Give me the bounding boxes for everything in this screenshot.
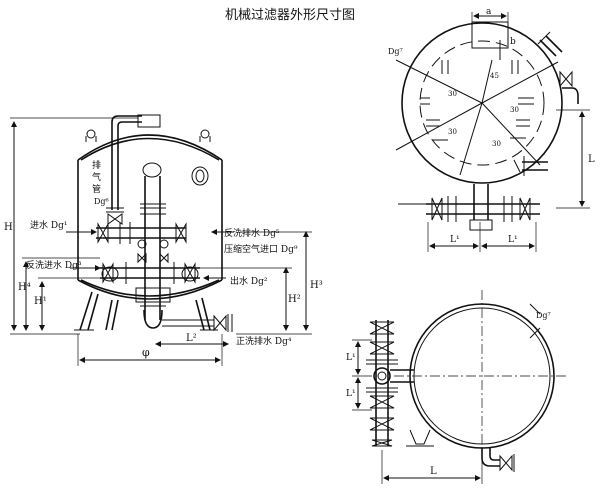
- top-view-bottom-pipework: [398, 184, 540, 231]
- forward-drain-label: 正洗排水 Dg⁴: [236, 335, 292, 347]
- backwash-drain-label: 反洗排水 Dg⁵: [224, 227, 280, 239]
- backwash-in-label: 反洗进水 Dg³: [26, 259, 82, 271]
- top-dg7-label: Dg⁷: [388, 47, 403, 56]
- dim-H3-label: H³: [310, 280, 323, 291]
- bottom-view: Dg⁷ L¹ L¹ L: [346, 290, 568, 484]
- bottom-view-valve-stack: [366, 320, 414, 447]
- bottom-dg7-label: Dg⁷: [536, 311, 551, 320]
- top-angle-30-label-3: 30: [448, 128, 457, 136]
- dim-H4-label: H⁴: [18, 282, 31, 293]
- top-angle-45-label: 45: [490, 72, 499, 80]
- top-dim-L1-right-label: L¹: [508, 235, 518, 245]
- height-dimensions: [10, 117, 312, 335]
- width-dimensions: [77, 334, 229, 366]
- bottom-dim-L-label: L: [430, 466, 437, 477]
- top-dim-L1-left-label: L¹: [450, 235, 460, 245]
- dim-L2-label: L²: [186, 333, 197, 344]
- vent-pipe-label-1: 排: [92, 159, 101, 171]
- dim-H-label: H: [4, 222, 13, 233]
- front-view: 排 气 管 Dg⁶ 进水 Dg¹ 反洗进水 Dg³ 反洗排水 Dg⁵ 压缩空气进…: [4, 114, 323, 366]
- bottom-view-outlet: [481, 448, 515, 472]
- top-angle-30-label-2: 30: [510, 106, 519, 114]
- vent-dg-label: Dg⁶: [94, 197, 109, 206]
- vessel-body: [77, 114, 223, 300]
- bottom-dim-L1-upper-label: L¹: [346, 353, 356, 363]
- top-view: Dg⁷ a b 45 30 30 30 30 L L¹ L¹: [388, 7, 595, 252]
- front-pipework: [96, 176, 233, 332]
- top-angle-30-label-1: 30: [448, 90, 457, 98]
- top-view-shell: [401, 22, 563, 184]
- vent-pipe: [106, 115, 142, 225]
- dim-H2-label: H²: [288, 294, 301, 305]
- diagram-title: 机械过滤器外形尺寸图: [224, 8, 355, 23]
- top-dim-b-label: b: [510, 37, 516, 47]
- dim-phi-label: φ: [142, 346, 150, 359]
- water-out-label: 出水 Dg²: [230, 275, 268, 287]
- vent-pipe-label-3: 管: [92, 183, 101, 195]
- top-dim-a-label: a: [486, 7, 492, 17]
- top-angle-30-label-4: 30: [492, 140, 501, 148]
- vent-pipe-label-2: 气: [92, 171, 101, 183]
- water-in-label: 进水 Dg¹: [30, 219, 67, 231]
- support-legs: [74, 291, 218, 331]
- top-dim-L-label: L: [588, 154, 595, 165]
- dim-H1-label: H¹: [34, 296, 47, 307]
- top-view-laterals: [420, 60, 534, 141]
- compressed-air-label: 压缩空气进口 Dg⁹: [224, 243, 298, 255]
- bottom-dim-L1-lower-label: L¹: [346, 389, 356, 399]
